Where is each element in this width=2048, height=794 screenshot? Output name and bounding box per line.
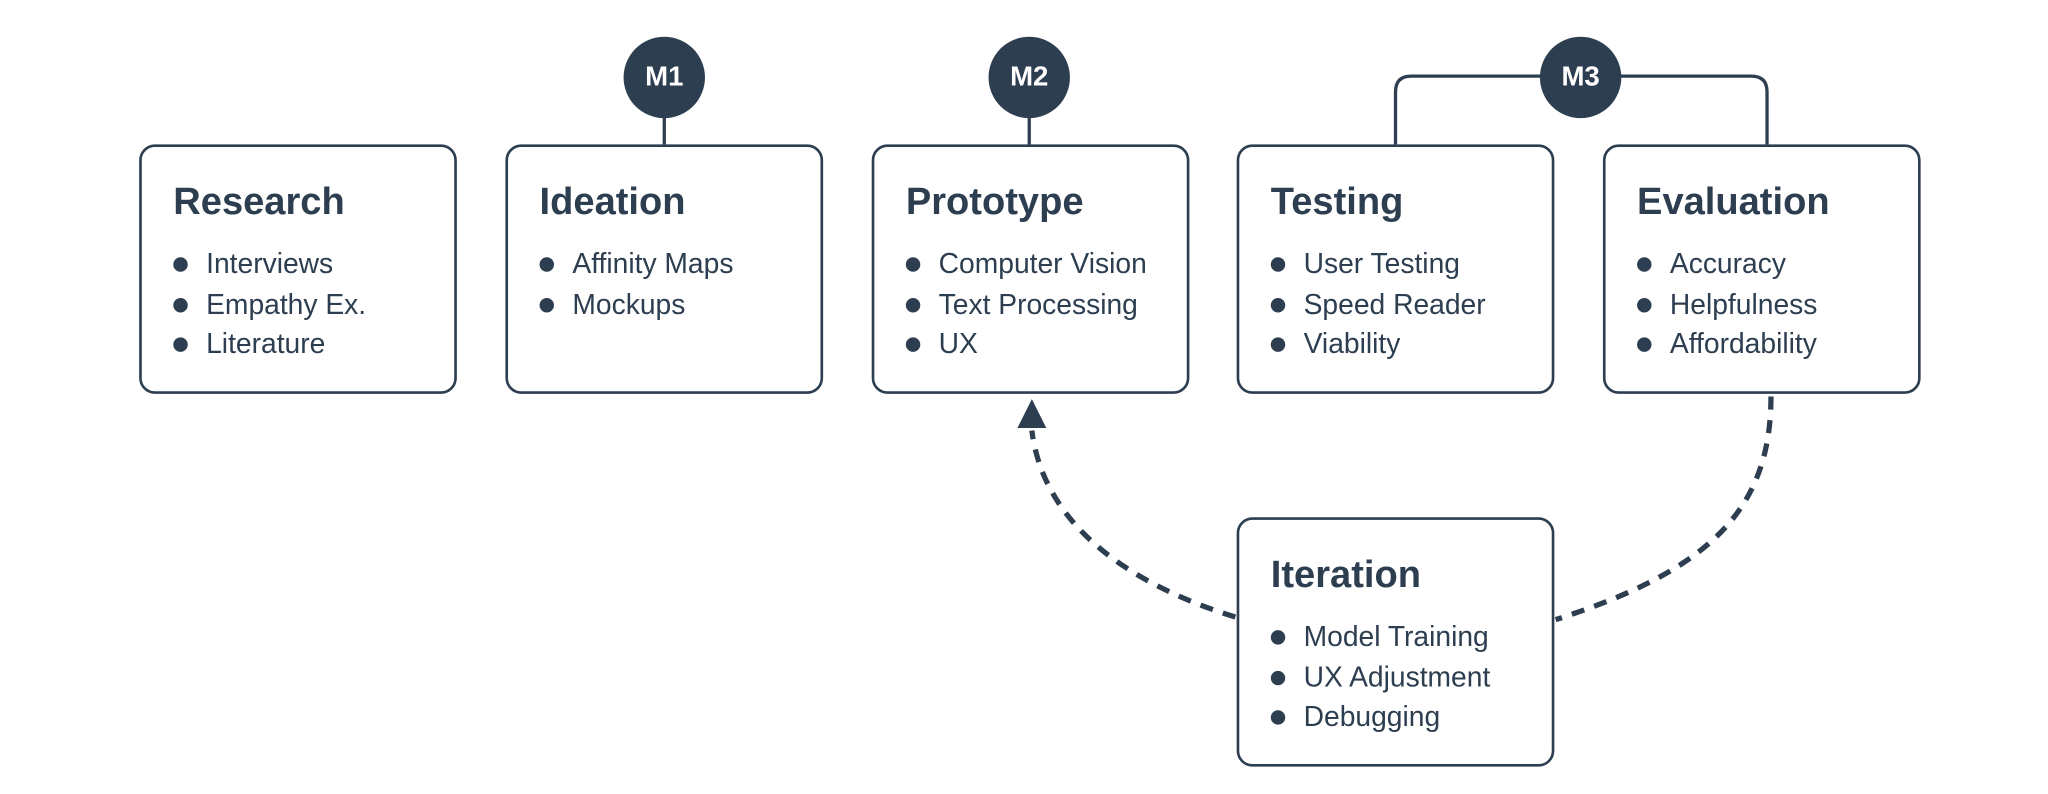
milestone-badge-m2: M2 xyxy=(988,36,1070,119)
list-item: Affinity Maps xyxy=(539,244,733,284)
stage-title: Prototype xyxy=(905,181,1084,224)
stage-item-list: Interviews Empathy Ex. Literature xyxy=(173,244,366,364)
stage-box-evaluation: Evaluation Accuracy Helpfulness Affordab… xyxy=(1602,144,1921,394)
milestone-badge-m3: M3 xyxy=(1539,36,1622,119)
list-item: Viability xyxy=(1270,324,1486,364)
stage-box-iteration: Iteration Model Training UX Adjustment D… xyxy=(1236,517,1555,767)
list-item: Empathy Ex. xyxy=(173,284,366,324)
list-item: Speed Reader xyxy=(1270,284,1486,324)
milestone-badge-m1: M1 xyxy=(623,36,705,119)
list-item: User Testing xyxy=(1270,244,1486,284)
stage-item-list: User Testing Speed Reader Viability xyxy=(1270,244,1486,364)
stage-title: Testing xyxy=(1270,181,1404,224)
list-item: Helpfulness xyxy=(1637,284,1817,324)
list-item: Model Training xyxy=(1270,617,1491,657)
list-item: Mockups xyxy=(539,284,734,324)
stage-box-prototype: Prototype Computer Vision Text Processin… xyxy=(871,144,1190,394)
arrowhead-icon xyxy=(1017,399,1047,428)
stage-item-list: Computer Vision Text Processing UX xyxy=(905,244,1147,364)
list-item: UX Adjustment xyxy=(1270,657,1490,697)
list-item: Affordability xyxy=(1637,324,1817,364)
list-item: UX xyxy=(905,324,1147,364)
stage-box-research: Research Interviews Empathy Ex. Literatu… xyxy=(139,144,457,394)
stage-title: Ideation xyxy=(539,181,686,224)
stage-title: Iteration xyxy=(1270,554,1421,597)
list-item: Debugging xyxy=(1270,697,1491,737)
list-item: Computer Vision xyxy=(905,244,1147,284)
list-item: Accuracy xyxy=(1637,244,1817,284)
stage-item-list: Affinity Maps Mockups xyxy=(539,244,734,324)
stage-box-ideation: Ideation Affinity Maps Mockups xyxy=(505,144,824,394)
list-item: Literature xyxy=(173,324,366,364)
iteration-to-prototype-arrow xyxy=(1029,430,1237,620)
stage-item-list: Accuracy Helpfulness Affordability xyxy=(1637,244,1817,364)
list-item: Text Processing xyxy=(905,284,1147,324)
stage-item-list: Model Training UX Adjustment Debugging xyxy=(1270,617,1491,737)
stage-title: Evaluation xyxy=(1637,181,1830,224)
list-item: Interviews xyxy=(173,244,366,284)
stage-title: Research xyxy=(173,181,345,224)
evaluation-to-iteration-arrow xyxy=(1554,396,1774,623)
stage-box-testing: Testing User Testing Speed Reader Viabil… xyxy=(1236,144,1555,394)
